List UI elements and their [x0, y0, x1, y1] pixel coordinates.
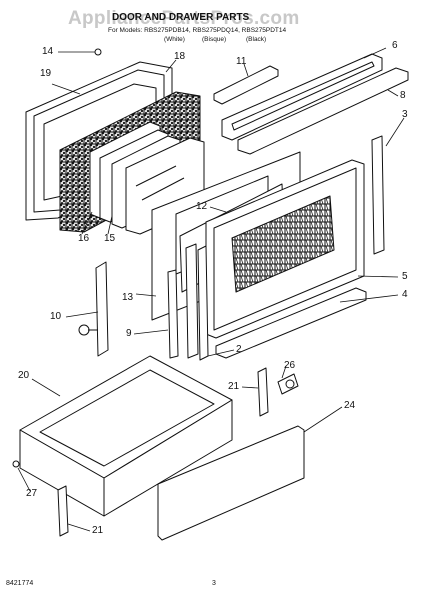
drawer-glide-right-part: [257, 367, 269, 417]
callout-21-lower: 21: [92, 525, 104, 536]
callout-26: 26: [284, 360, 296, 371]
callout-19: 19: [40, 68, 52, 79]
side-trim-right-part: [371, 135, 385, 255]
left-hinge-part: [95, 261, 109, 357]
callout-13: 13: [122, 292, 134, 303]
watermark-text: AppliancePartsPros.com: [68, 8, 300, 29]
models-line: For Models: RBS275PDB14, RBS275PDQ14, RB…: [108, 27, 287, 34]
callout-4: 4: [402, 289, 408, 300]
side-trim-left-part: [167, 269, 179, 359]
door-handle-part: [237, 67, 409, 155]
callout-14: 14: [42, 46, 54, 57]
door-hinge-bracket-part: [213, 65, 279, 105]
callout-21-upper: 21: [228, 381, 240, 392]
callout-18: 18: [174, 51, 186, 62]
callout-20: 20: [18, 370, 30, 381]
drawer-glide-left-part: [57, 485, 69, 537]
callout-11: 11: [236, 56, 247, 67]
screw-part: [12, 460, 20, 468]
door-glass-pack-part: [89, 121, 205, 235]
callout-10: 10: [50, 311, 62, 322]
outer-door-panel-part: [205, 159, 365, 339]
storage-drawer-part: [19, 355, 233, 517]
callout-2: 2: [236, 344, 242, 355]
callout-15: 15: [104, 233, 116, 244]
callout-8: 8: [400, 90, 406, 101]
document-code: 8421774: [6, 580, 34, 587]
callout-16: 16: [78, 233, 90, 244]
callout-27: 27: [26, 488, 38, 499]
callout-leader-lines: [17, 47, 405, 532]
drawer-front-panel-part: [157, 425, 305, 541]
drawer-roller-part: [277, 373, 299, 395]
variant-white: (White): [164, 36, 185, 43]
callout-9: 9: [126, 328, 132, 339]
page-number: 3: [212, 580, 216, 587]
diagram-title: DOOR AND DRAWER PARTS: [112, 12, 250, 23]
callout-24: 24: [344, 400, 356, 411]
variant-black: (Black): [246, 36, 267, 43]
callout-12: 12: [196, 201, 208, 212]
screw-top-part: [94, 48, 102, 56]
callout-5: 5: [402, 271, 408, 282]
callout-3: 3: [402, 109, 408, 120]
variant-bisque: (Bisque): [202, 36, 227, 43]
callout-6: 6: [392, 40, 398, 51]
